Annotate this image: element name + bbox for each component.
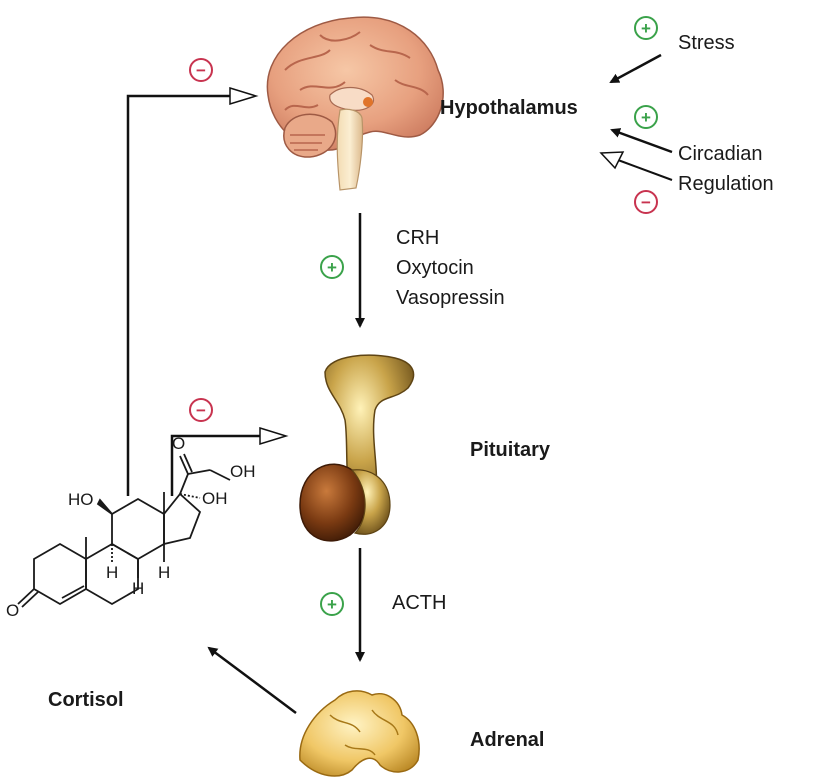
- cortisol-structure: [17, 453, 231, 608]
- plus-sign-acth: +: [320, 592, 344, 616]
- arrow-circadian-minus: [599, 151, 673, 181]
- chem-ho-11: HO: [68, 490, 94, 509]
- arrow-circadian-plus: [610, 128, 673, 154]
- arrow-adrenal-to-cortisol: [207, 646, 297, 715]
- arrow-stress-to-hypothalamus: [609, 53, 662, 84]
- chem-oh-side: OH: [230, 462, 256, 481]
- label-acth: ACTH: [392, 592, 446, 614]
- plus-sign-stress: +: [634, 16, 658, 40]
- svg-text:+: +: [641, 19, 651, 38]
- chem-h-9: H: [106, 563, 118, 582]
- pituitary-illustration: [299, 354, 415, 542]
- minus-sign-pituitary-feedback: −: [189, 398, 213, 422]
- label-regulation: Regulation: [678, 173, 774, 195]
- chem-oh-17: OH: [202, 489, 228, 508]
- svg-text:+: +: [327, 595, 337, 614]
- plus-sign-crh: +: [320, 255, 344, 279]
- minus-sign-circadian: −: [634, 190, 658, 214]
- label-pituitary: Pituitary: [470, 439, 551, 461]
- label-crh: CRH: [396, 227, 439, 249]
- label-stress: Stress: [678, 32, 735, 54]
- label-hypothalamus: Hypothalamus: [440, 97, 578, 119]
- plus-sign-circadian: +: [634, 105, 658, 129]
- svg-text:−: −: [196, 61, 206, 80]
- svg-text:+: +: [641, 108, 651, 127]
- adrenal-illustration: [299, 690, 420, 777]
- minus-sign-hypothalamus-feedback: −: [189, 58, 213, 82]
- svg-text:+: +: [327, 258, 337, 277]
- chem-o-ring: O: [6, 601, 19, 620]
- chem-h-14: H: [158, 563, 170, 582]
- label-oxytocin: Oxytocin: [396, 257, 474, 279]
- feedback-line-to-pituitary: [170, 426, 289, 496]
- label-cortisol: Cortisol: [48, 689, 124, 711]
- feedback-line-to-hypothalamus: [126, 86, 259, 496]
- svg-text:−: −: [196, 401, 206, 420]
- chem-o-ketone: O: [172, 434, 185, 453]
- label-circadian: Circadian: [678, 143, 762, 165]
- brain-illustration: [266, 16, 444, 191]
- svg-text:−: −: [641, 193, 651, 212]
- label-vasopressin: Vasopressin: [396, 287, 505, 309]
- label-adrenal: Adrenal: [470, 729, 544, 751]
- chem-h-8: H: [132, 579, 144, 598]
